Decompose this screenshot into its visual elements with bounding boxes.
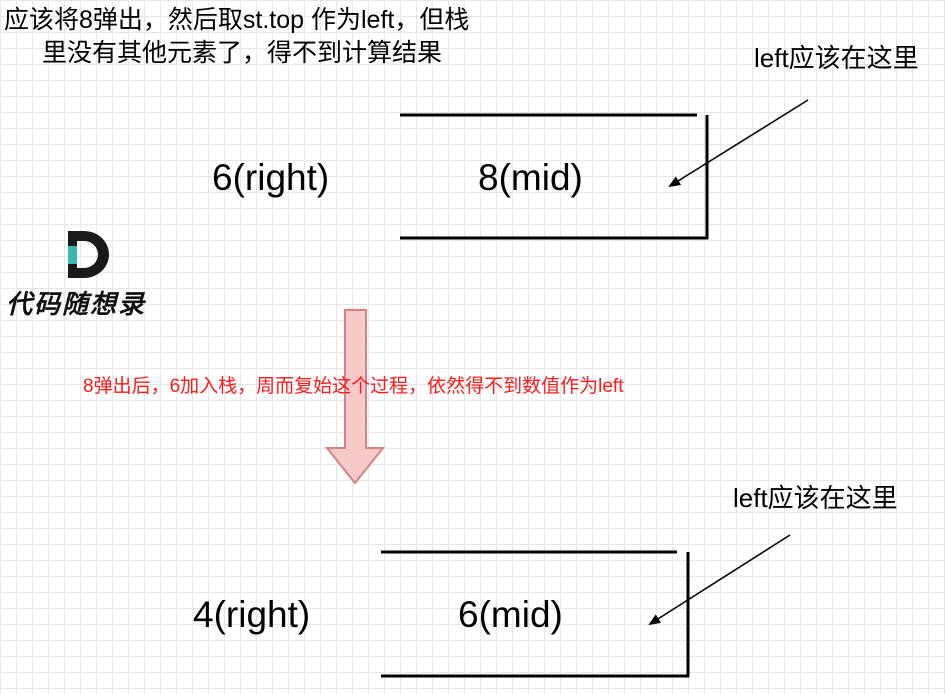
lower-pointer-label: left应该在这里: [733, 483, 898, 513]
upper-right-label: 6(right): [212, 157, 330, 198]
upper-pointer-label: left应该在这里: [754, 43, 919, 73]
lower-pointer-arrow: [648, 534, 791, 626]
top-note: 应该将8弹出，然后取st.top 作为left，但栈 里没有其他元素了，得不到计…: [4, 4, 604, 70]
transition-down-arrow: [324, 309, 386, 485]
top-note-line-2: 里没有其他元素了，得不到计算结果: [42, 39, 443, 67]
upper-mid-label: 8(mid): [478, 157, 583, 198]
transition-note: 8弹出后，6加入栈，周而复始这个过程，依然得不到数值作为left: [83, 376, 624, 397]
lower-stack-outline: [381, 550, 690, 678]
lower-right-label: 4(right): [193, 594, 311, 635]
lower-mid-label: 6(mid): [458, 594, 563, 635]
logo-d-icon: [68, 231, 109, 278]
upper-stack-outline: [400, 113, 709, 240]
top-note-line-1: 应该将8弹出，然后取st.top 作为left，但栈: [4, 6, 470, 34]
logo-text: 代码随想录: [6, 290, 147, 320]
upper-pointer-arrow: [668, 99, 809, 188]
